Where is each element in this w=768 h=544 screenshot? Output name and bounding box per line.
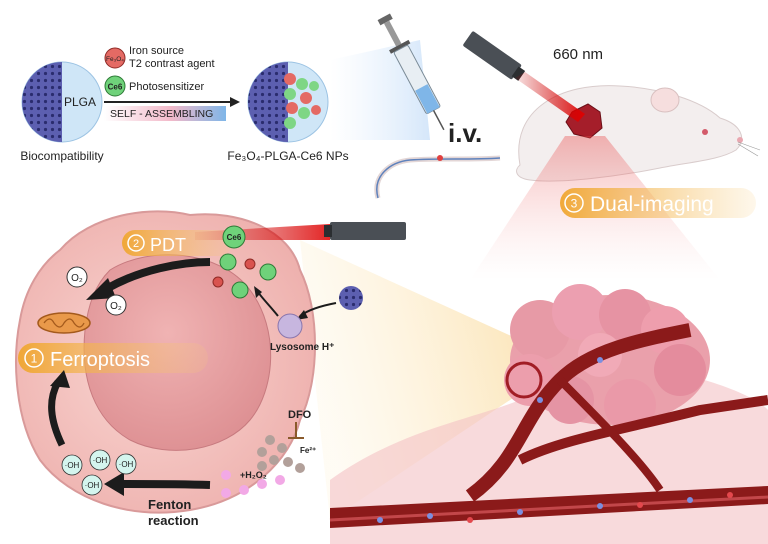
ce6-chip-label: Ce6: [108, 83, 123, 92]
iron-chip-label: Fe₃O₄: [106, 56, 124, 63]
o2-label-b: O₂: [110, 301, 122, 312]
zoom-circle: [505, 361, 543, 399]
oh-radical-4: ·OH: [81, 474, 103, 496]
ferroptosis-badge: 1 Ferroptosis: [18, 343, 208, 373]
plga-label: PLGA: [64, 95, 96, 109]
self-assembling-arrow: SELF - ASSEMBLING: [104, 97, 240, 121]
o2-label-a: O₂: [71, 273, 83, 284]
dual-imaging-number: 3: [571, 197, 578, 211]
fenton-line1: Fenton: [148, 497, 191, 512]
oh-radical-2: ·OH: [89, 449, 111, 471]
lysosome-label: Lysosome H⁺: [270, 342, 334, 353]
ce6-particle: [222, 225, 246, 249]
legend-ce6: Ce6 Photosensitizer: [104, 75, 205, 97]
ce6-line: Photosensitizer: [129, 81, 205, 93]
oh-label-1: ·OH: [65, 461, 80, 470]
dual-imaging-badge: 3 Dual-imaging: [560, 188, 756, 218]
ferroptosis-label: Ferroptosis: [50, 349, 150, 371]
oh-label-4: ·OH: [85, 481, 100, 490]
h2o2-label: +H₂O₂: [240, 470, 267, 480]
oh-label-2: ·OH: [93, 456, 108, 465]
tumor-tissue: [329, 284, 768, 544]
fe2-label: Fe²⁺: [300, 446, 316, 455]
iron-line1: Iron source: [129, 45, 184, 57]
released-particles: [212, 253, 277, 299]
biocompatibility-caption: Biocompatibility: [20, 149, 103, 163]
laser-top: [463, 31, 585, 122]
ferroptosis-number: 1: [31, 352, 38, 366]
oh-radical-1: ·OH: [61, 454, 83, 476]
o2-bubble-b: O₂: [105, 294, 127, 316]
oh-radical-3: ·OH: [115, 453, 137, 475]
plga-sphere: PLGA: [21, 61, 103, 143]
iv-label: i.v.: [448, 118, 482, 148]
oh-label-3: ·OH: [119, 460, 134, 469]
cell-ce6-label: Ce6: [227, 233, 242, 242]
pdt-label: PDT: [150, 235, 186, 255]
legend-iron: Fe₃O₄ Iron source T2 contrast agent: [104, 45, 215, 70]
pdt-badge: 2 PDT: [122, 230, 232, 256]
dual-imaging-label: Dual-imaging: [590, 193, 714, 216]
o2-bubble-a: O₂: [66, 266, 88, 288]
fenton-line2: reaction: [148, 513, 199, 528]
mitochondria-icon: [37, 312, 91, 334]
zoom-funnel: [300, 240, 540, 520]
dfo-label: DFO: [288, 409, 312, 421]
h2o2-dots: [221, 470, 285, 498]
self-assembling-bar: [104, 106, 226, 121]
nanoparticle: [247, 61, 329, 143]
pdt-number: 2: [133, 238, 139, 250]
syringe: [377, 13, 445, 131]
wavelength-label: 660 nm: [553, 46, 603, 63]
lysosome: [277, 313, 303, 339]
iron-line2: T2 contrast agent: [129, 58, 215, 70]
self-assembling-label: SELF - ASSEMBLING: [110, 108, 213, 120]
np-uptake: [296, 286, 363, 320]
nps-caption: Fe₃O₄-PLGA-Ce6 NPs: [227, 149, 348, 163]
fe2-cluster: [257, 435, 305, 473]
